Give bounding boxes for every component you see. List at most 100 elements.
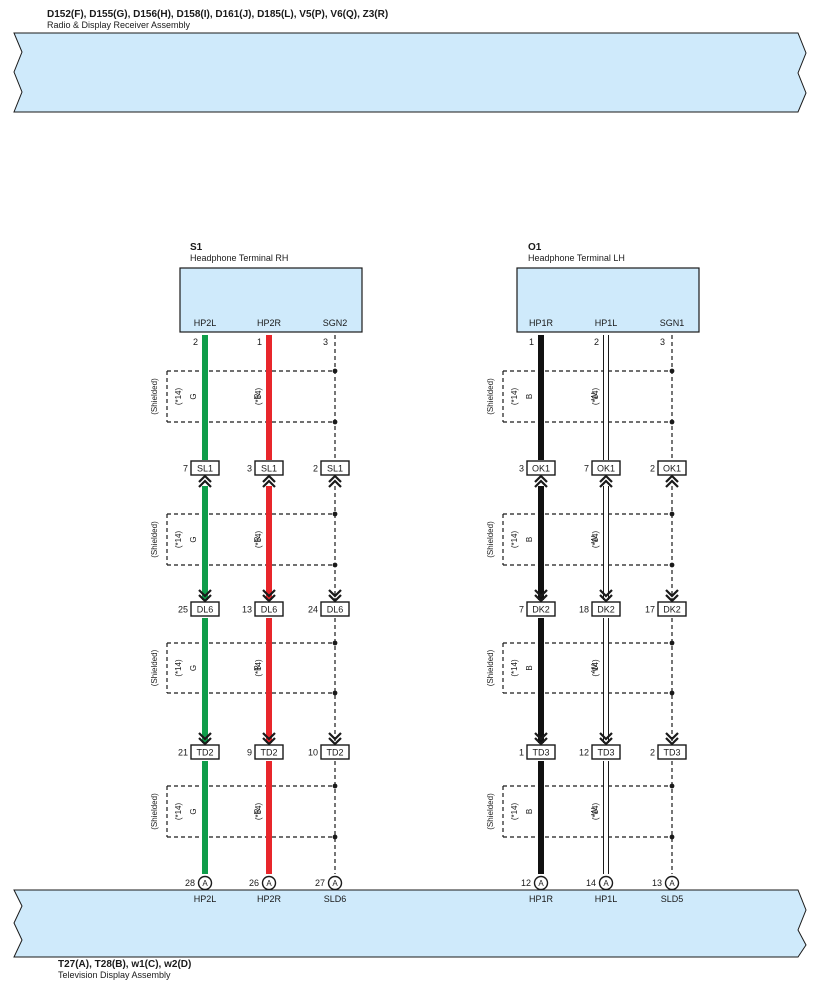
terminal-label: SGN2 xyxy=(323,318,348,328)
component-s1-id: S1 xyxy=(190,242,203,253)
connector-pin-number: 18 xyxy=(579,605,589,615)
bottom-pin-number: 27 xyxy=(315,878,325,888)
connector-pin-number: 12 xyxy=(579,748,589,758)
shield-block: (Shielded)(*14)(*14) xyxy=(486,783,675,840)
shield-label: (Shielded) xyxy=(150,521,159,558)
connector-name: DK2 xyxy=(532,605,550,615)
wire-spec-label: (*14) xyxy=(174,387,183,405)
bottom-assembly-box xyxy=(13,889,807,958)
wire-spec-label: (*14) xyxy=(591,387,600,405)
wire-color-code: R xyxy=(253,393,262,399)
wire-spec-label: (*14) xyxy=(174,659,183,677)
bottom-connector-letter: A xyxy=(669,879,675,888)
component-s1-box xyxy=(179,267,363,333)
bottom-terminal-label: HP1L xyxy=(595,894,618,904)
component-o1: O1 Headphone Terminal LH (Shielded)(*14)… xyxy=(486,242,700,904)
shield-label: (Shielded) xyxy=(150,378,159,415)
wire-spec-label: (*14) xyxy=(591,802,600,820)
connector-pin-number: 1 xyxy=(519,748,524,758)
wire-spec-label: (*14) xyxy=(591,659,600,677)
shield-label: (Shielded) xyxy=(486,378,495,415)
bottom-assembly-name: Television Display Assembly xyxy=(58,970,171,980)
chevron-down-icon xyxy=(599,589,613,603)
connector-pin-number: 13 xyxy=(242,605,252,615)
chevron-down-icon xyxy=(262,732,276,746)
chevron-up-icon xyxy=(262,474,276,488)
wire-color-code: W xyxy=(590,664,599,672)
bottom-assembly-connectors: T27(A), T28(B), w1(C), w2(D) xyxy=(58,959,191,970)
shield-label: (Shielded) xyxy=(150,793,159,830)
shield-junction-dot xyxy=(332,834,338,840)
connector-name: TD2 xyxy=(196,748,213,758)
component-s1-name: Headphone Terminal RH xyxy=(190,253,288,263)
bottom-connector-letter: A xyxy=(202,879,208,888)
connector-name: TD2 xyxy=(260,748,277,758)
connector-pin-number: 3 xyxy=(247,464,252,474)
wire-spec-label: (*14) xyxy=(174,530,183,548)
bottom-terminal-label: HP1R xyxy=(529,894,554,904)
shield-block: (Shielded)(*14)(*14) xyxy=(150,511,338,568)
connector-pin-number: 24 xyxy=(308,605,318,615)
connector-dl: DL6 13 xyxy=(242,589,284,617)
connector-td: TD3 12 xyxy=(579,732,621,760)
component-o1-id: O1 xyxy=(528,242,542,253)
pin-number: 3 xyxy=(323,337,328,347)
connector-name: SL1 xyxy=(197,464,213,474)
wire-spec-label: (*14) xyxy=(254,802,263,820)
circle-connector xyxy=(664,875,680,891)
terminal-label: HP1L xyxy=(595,318,618,328)
connector-name: TD2 xyxy=(326,748,343,758)
chevron-down-icon xyxy=(262,589,276,603)
connector-name: TD3 xyxy=(597,748,614,758)
connector-td: TD3 1 xyxy=(519,732,556,760)
circle-connector xyxy=(327,875,343,891)
wire-color-code: B xyxy=(525,537,534,542)
bottom-pin-number: 13 xyxy=(652,878,662,888)
connector-name: DL6 xyxy=(327,605,344,615)
chevron-down-icon xyxy=(534,589,548,603)
connector-pin-number: 2 xyxy=(650,748,655,758)
shield-block: (Shielded)(*14)(*14) xyxy=(150,368,338,425)
top-assembly-name: Radio & Display Receiver Assembly xyxy=(47,20,191,30)
connector-name: DL6 xyxy=(261,605,278,615)
chevron-down-icon xyxy=(198,589,212,603)
chevron-up-icon xyxy=(599,474,613,488)
circle-connector xyxy=(598,875,614,891)
bottom-terminal-label: SLD5 xyxy=(661,894,684,904)
bottom-terminal-label: SLD6 xyxy=(324,894,347,904)
circle-connector xyxy=(533,875,549,891)
bottom-pin-number: 26 xyxy=(249,878,259,888)
connector-pin-number: 25 xyxy=(178,605,188,615)
shield-junction-dot xyxy=(669,834,675,840)
shield-block: (Shielded) (*14) (*14) xyxy=(150,783,338,840)
connector-name: OK1 xyxy=(532,464,550,474)
chevron-down-icon xyxy=(534,732,548,746)
chevron-up-icon xyxy=(665,474,679,488)
connector-dl: DL6 24 xyxy=(308,589,350,617)
chevron-up-icon xyxy=(328,474,342,488)
bottom-pin-number: 14 xyxy=(586,878,596,888)
connector-pin-number: 17 xyxy=(645,605,655,615)
wire-spec-label: (*14) xyxy=(174,802,183,820)
shield-label: (Shielded) xyxy=(150,649,159,686)
connector-pin-number: 10 xyxy=(308,748,318,758)
pin-number: 1 xyxy=(529,337,534,347)
connector-name: TD3 xyxy=(532,748,549,758)
connector-name: OK1 xyxy=(663,464,681,474)
pin-number: 2 xyxy=(594,337,599,347)
shield-label: (Shielded) xyxy=(486,649,495,686)
wire-color-code: B xyxy=(525,394,534,399)
